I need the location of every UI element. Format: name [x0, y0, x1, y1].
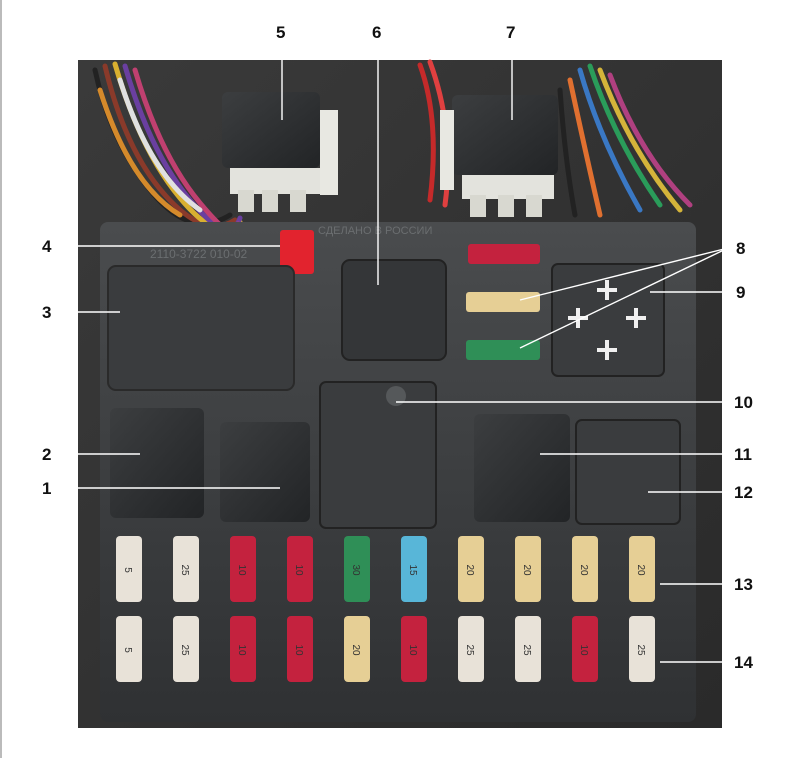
fuse-top-7 [458, 536, 484, 602]
fuse-top-1 [116, 536, 142, 602]
fuse-bottom-10 [629, 616, 655, 682]
callout-13: 13 [734, 575, 753, 594]
fuse-rating-label: 20 [521, 564, 532, 576]
callout-6: 6 [372, 23, 382, 42]
red-clip [280, 230, 314, 274]
embossed-made-in: СДЕЛАНО В РОССИИ [318, 225, 433, 237]
fuse-rows: 5 25 10 10 30 15 20 20 20 20 5 25 10 10 20 10 25 25 10 25 [116, 536, 655, 682]
image-left-border [0, 0, 2, 758]
relay-5 [222, 92, 338, 212]
relay-11 [474, 414, 570, 522]
fuse-bottom-7 [458, 616, 484, 682]
fuse-rating-label: 25 [179, 564, 190, 576]
fuse-bottom-2 [173, 616, 199, 682]
fuse-rating-label: 5 [122, 647, 133, 653]
relay-1 [220, 422, 310, 522]
fuse-bottom-5 [344, 616, 370, 682]
fuse-top-8 [515, 536, 541, 602]
fuse-rating-label: 10 [578, 644, 589, 656]
relay-10 [319, 381, 437, 529]
fuse-rating-label: 25 [179, 644, 190, 656]
module-3 [107, 265, 295, 391]
fuse-bottom-1 [116, 616, 142, 682]
callout-3: 3 [42, 303, 52, 322]
fuse-bottom-9 [572, 616, 598, 682]
fuse-rating-label: 10 [236, 564, 247, 576]
fuse-rating-label: 20 [578, 564, 589, 576]
callout-9: 9 [736, 283, 746, 302]
callout-8: 8 [736, 239, 746, 258]
fuse-rating-label: 20 [464, 564, 475, 576]
fuse-rating-label: 25 [635, 644, 646, 656]
callout-10: 10 [734, 393, 753, 412]
fuse-rating-label: 10 [293, 564, 304, 576]
fuse-rating-label: 20 [350, 644, 361, 656]
fuse-top-5 [344, 536, 370, 602]
fuse-top-2 [173, 536, 199, 602]
callout-1: 1 [42, 479, 52, 498]
fuse-rating-label: 10 [293, 644, 304, 656]
fuse-rating-label: 20 [635, 564, 646, 576]
fuse-top-4 [287, 536, 313, 602]
callout-14: 14 [734, 653, 753, 672]
fuse-rating-label: 5 [122, 567, 133, 573]
fuse-rating-label: 25 [521, 644, 532, 656]
fuse-rating-label: 10 [236, 644, 247, 656]
fuse-bottom-6 [401, 616, 427, 682]
callout-7: 7 [506, 23, 516, 42]
callout-4: 4 [42, 237, 52, 256]
fuse-bottom-3 [230, 616, 256, 682]
fuse-top-9 [572, 536, 598, 602]
relay-6 [341, 259, 447, 361]
mini-fuse-tan [466, 292, 540, 312]
embossed-part-number: 2110-3722 010-02 [150, 247, 248, 261]
callout-11: 11 [734, 445, 752, 464]
fuse-rating-label: 25 [464, 644, 475, 656]
relay-7 [440, 95, 558, 217]
callout-2: 2 [42, 445, 52, 464]
mini-fuse-red [468, 244, 540, 264]
mini-fuse-green [466, 340, 540, 360]
wire-bundle-right [417, 59, 693, 218]
fuse-rating-label: 15 [407, 564, 418, 576]
callout-12: 12 [734, 483, 753, 502]
fuse-top-6 [401, 536, 427, 602]
fuse-top-3 [230, 536, 256, 602]
fuse-top-10 [629, 536, 655, 602]
fuse-rating-label: 10 [407, 644, 418, 656]
callout-5: 5 [276, 23, 286, 42]
module-12 [575, 419, 681, 525]
fuse-bottom-8 [515, 616, 541, 682]
relay-2 [110, 408, 204, 518]
fuse-rating-label: 30 [350, 564, 361, 576]
fuse-bottom-4 [287, 616, 313, 682]
